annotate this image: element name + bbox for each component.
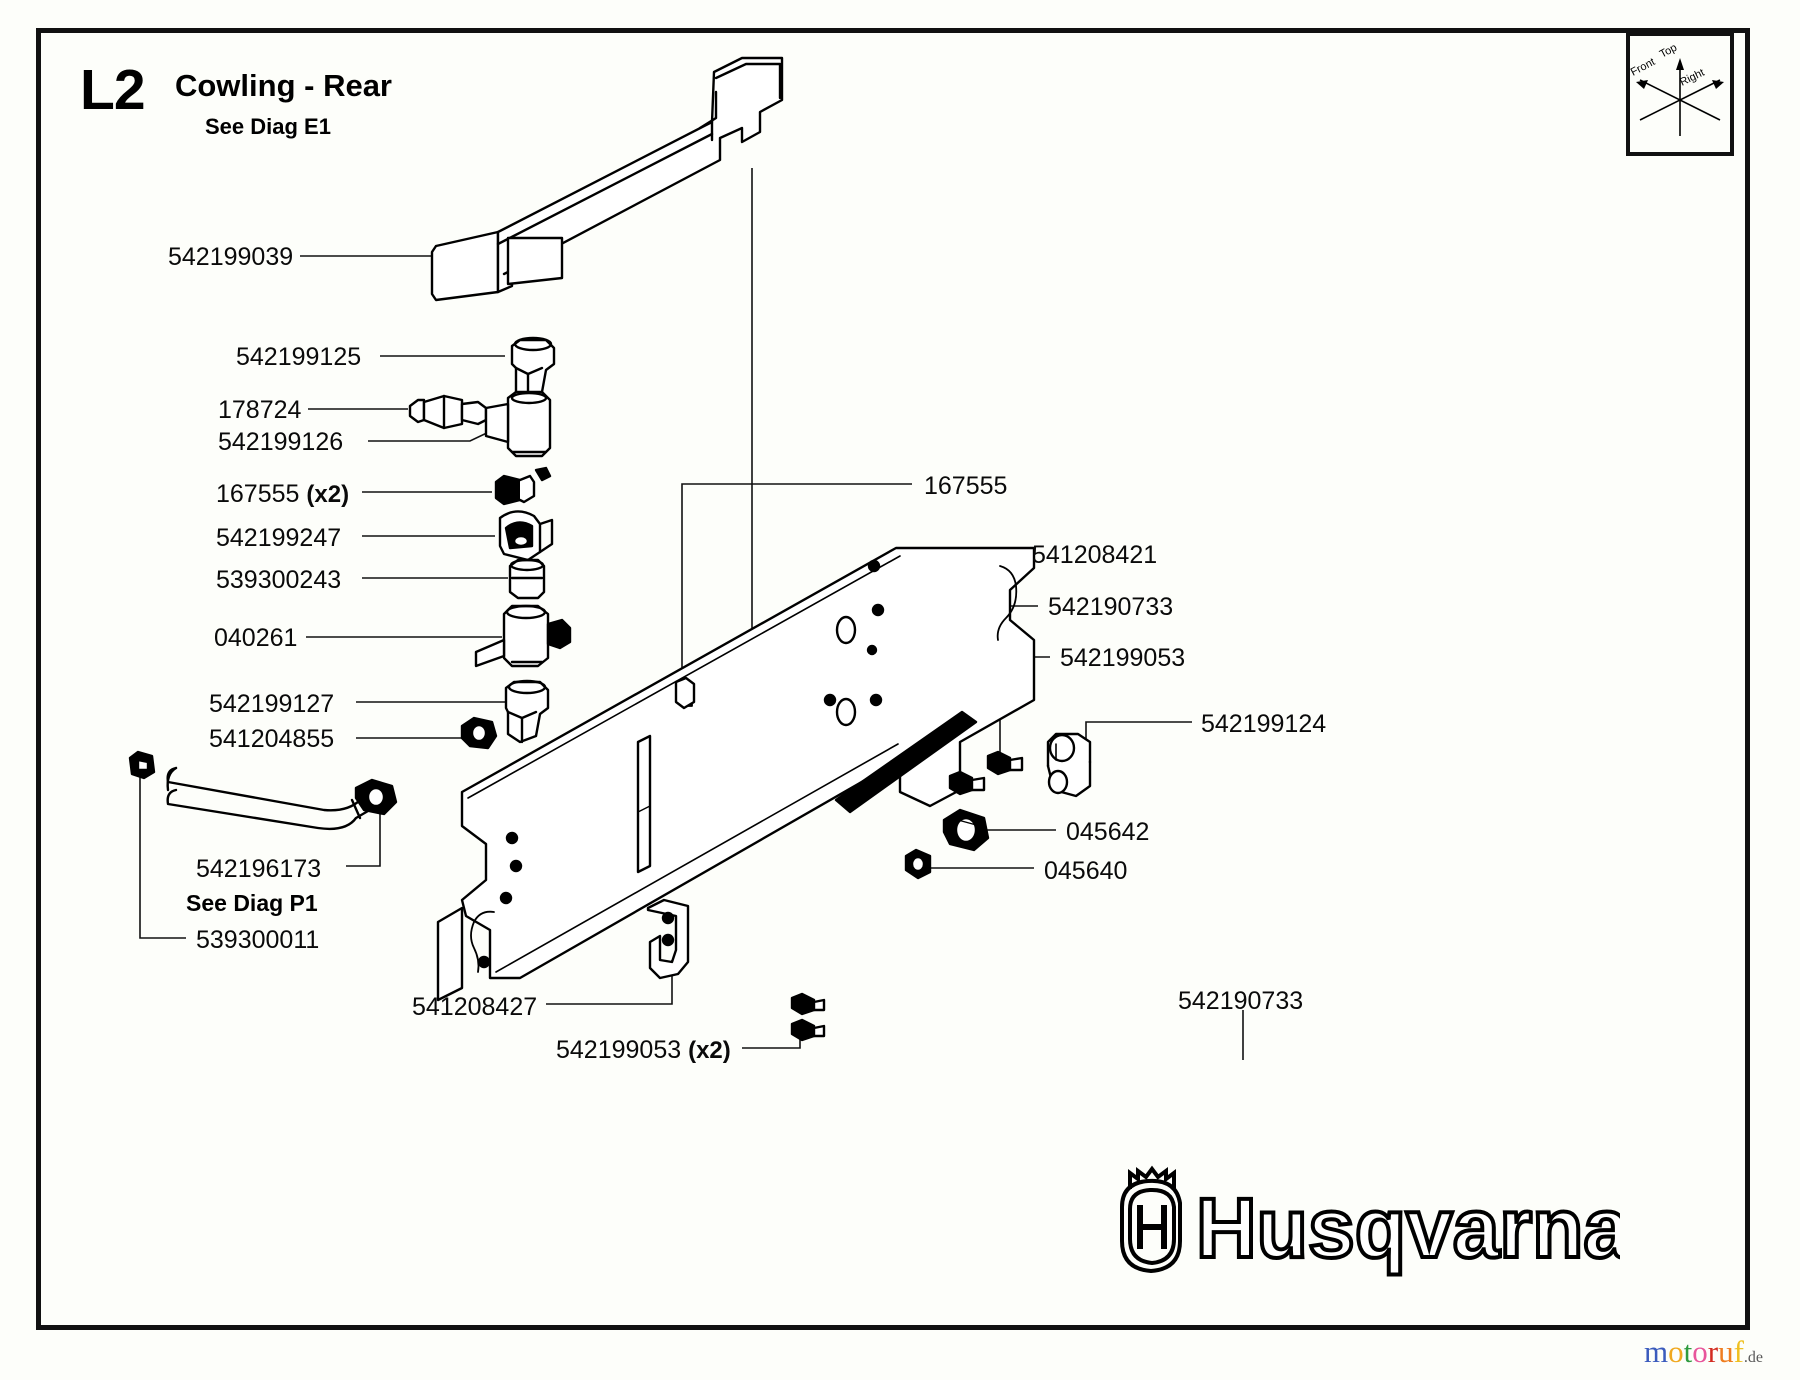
part-label-167555-right[interactable]: 167555 bbox=[924, 472, 1008, 500]
part-label-542199053-bottom[interactable]: 542199053 (x2) bbox=[556, 1036, 731, 1064]
title-block: L2 Cowling - Rear See Diag E1 bbox=[80, 62, 640, 140]
watermark-letter-f: f bbox=[1733, 1334, 1744, 1369]
husqvarna-logo: Husqvarna bbox=[1100, 1165, 1633, 1285]
compass-label-top: Top bbox=[1658, 42, 1679, 61]
orientation-compass: Top Front Right bbox=[1626, 32, 1734, 156]
diagram-border bbox=[36, 28, 1750, 1330]
husqvarna-logo-icon: Husqvarna bbox=[1120, 1165, 1633, 1277]
part-label-539300011[interactable]: 539300011 bbox=[196, 926, 320, 954]
watermark-letter-t: t bbox=[1683, 1334, 1693, 1369]
part-label-542199247[interactable]: 542199247 bbox=[216, 524, 342, 552]
part-label-541204855[interactable]: 541204855 bbox=[209, 725, 335, 753]
watermark-suffix: .de bbox=[1743, 1349, 1764, 1366]
part-label-542199053-right[interactable]: 542199053 bbox=[1060, 644, 1186, 672]
motoruf-watermark: motoruf.de bbox=[1644, 1336, 1763, 1367]
part-label-542190733-right[interactable]: 542190733 bbox=[1048, 593, 1174, 621]
watermark-letter-o1: o bbox=[1668, 1334, 1684, 1369]
part-label-178724[interactable]: 178724 bbox=[218, 396, 302, 424]
part-label-542199039[interactable]: 542199039 bbox=[168, 243, 294, 271]
diagram-code: L2 bbox=[80, 58, 146, 122]
part-label-539300243[interactable]: 539300243 bbox=[216, 566, 342, 594]
part-label-542190733-logo[interactable]: 542190733 bbox=[1178, 987, 1304, 1015]
part-label-045640[interactable]: 045640 bbox=[1044, 857, 1128, 885]
compass-axes-icon: Top Front Right bbox=[1629, 42, 1724, 136]
part-label-542196173[interactable]: 542196173 bbox=[196, 855, 322, 883]
part-label-045642[interactable]: 045642 bbox=[1066, 818, 1150, 846]
watermark-letter-m: m bbox=[1644, 1334, 1669, 1369]
part-label-542199126[interactable]: 542199126 bbox=[218, 428, 344, 456]
page-title: Cowling - Rear bbox=[174, 68, 392, 103]
watermark-letter-u: u bbox=[1718, 1334, 1734, 1369]
part-label-542199125[interactable]: 542199125 bbox=[236, 343, 362, 371]
part-label-541208427[interactable]: 541208427 bbox=[412, 993, 538, 1021]
part-label-167555-left[interactable]: 167555 (x2) bbox=[216, 480, 350, 508]
watermark-letter-r: r bbox=[1707, 1334, 1719, 1369]
diagram-subtitle: See Diag E1 bbox=[204, 114, 331, 140]
note-see-diag-p1: See Diag P1 bbox=[186, 890, 318, 916]
compass-label-front: Front bbox=[1630, 56, 1657, 79]
part-label-542199124[interactable]: 542199124 bbox=[1201, 710, 1327, 738]
husqvarna-wordmark: Husqvarna bbox=[1196, 1181, 1620, 1275]
part-label-542199127[interactable]: 542199127 bbox=[209, 690, 335, 718]
watermark-letter-o2: o bbox=[1692, 1334, 1708, 1369]
part-label-541208421[interactable]: 541208421 bbox=[1032, 541, 1158, 569]
part-label-040261[interactable]: 040261 bbox=[214, 624, 298, 652]
